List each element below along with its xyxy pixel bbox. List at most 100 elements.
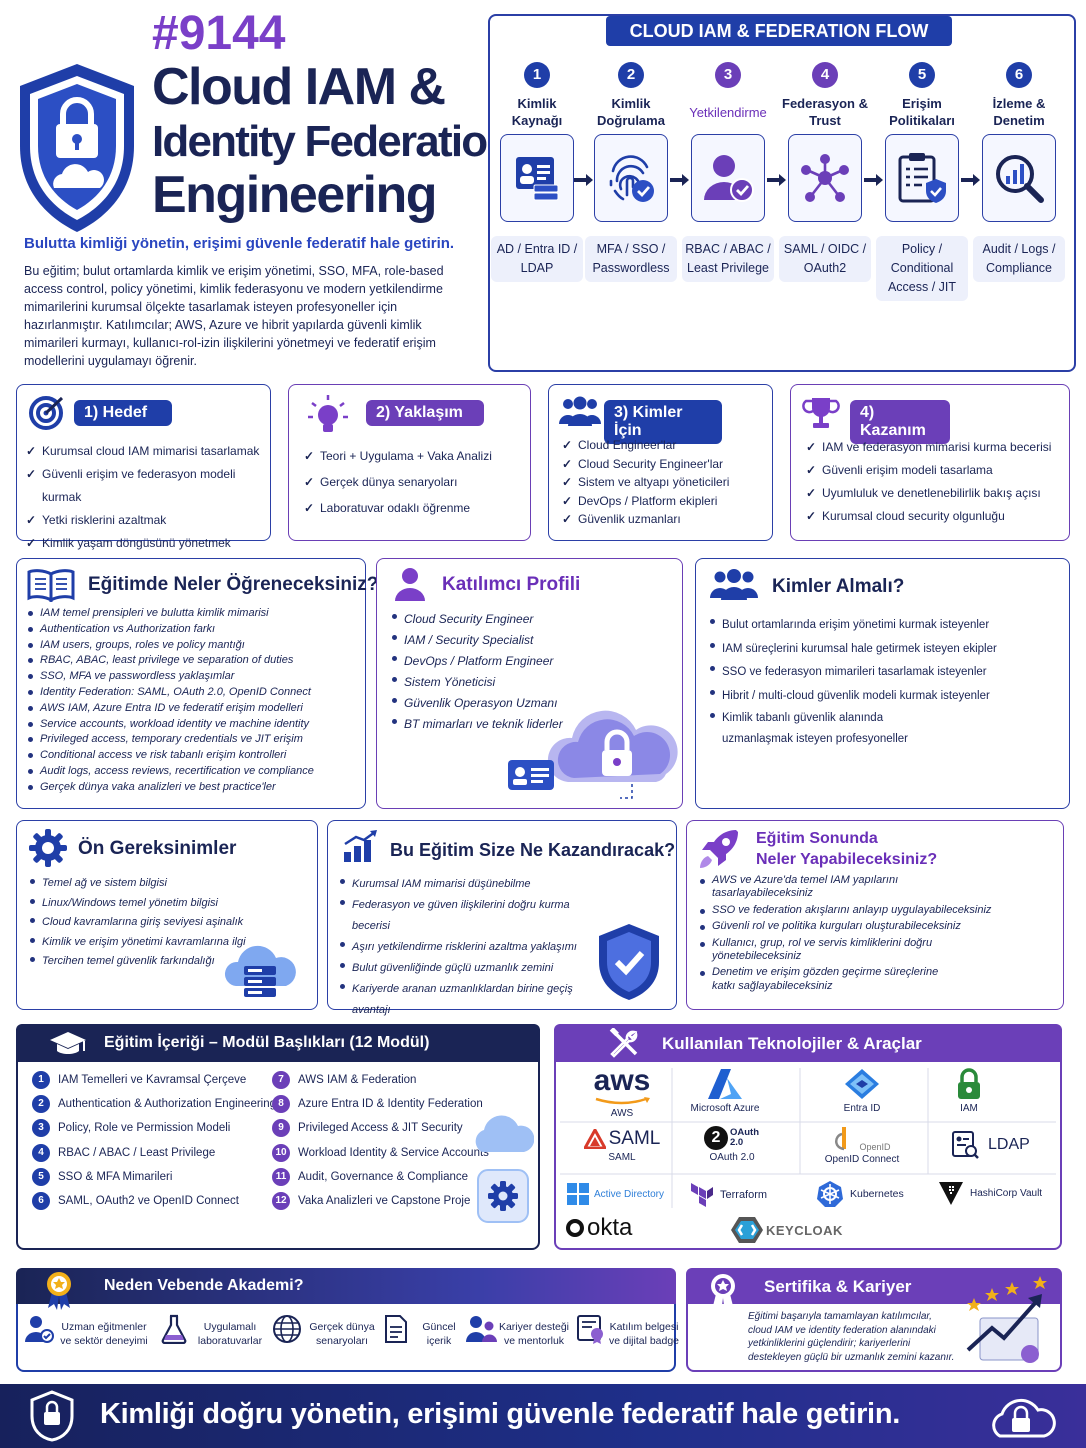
step-number: 6 — [1006, 62, 1032, 88]
module-title: Privileged Access & JIT Security — [298, 1122, 463, 1135]
module-number: 12 — [272, 1192, 290, 1210]
oauth-logo: 2 OAuth 2.0 OAuth 2.0 — [690, 1126, 774, 1163]
footer-cloud-lock-icon — [986, 1392, 1056, 1447]
lightbulb-icon — [306, 393, 350, 442]
saml-logo: SAML SAML — [574, 1128, 670, 1163]
list-item: Kullanıcı, grup, rol ve servis kimlikler… — [700, 937, 940, 964]
list-item: Gerçek dünya vaka analizleri ve best pra… — [28, 780, 364, 796]
list-item: IAM temel prensipleri ve bulutta kimlik … — [28, 606, 364, 622]
kubernetes-logo: Kubernetes — [816, 1180, 916, 1208]
keycloak-logo-text: KEYCLOAK — [766, 1222, 843, 1238]
list-item: Privileged access, temporary credentials… — [28, 732, 364, 748]
list-item: SSO, MFA ve passwordless yaklaşımlar — [28, 669, 364, 685]
cert-text: Eğitimi başarıyla tamamlayan katılımcıla… — [748, 1311, 955, 1363]
list-item: BT mimarları ve teknik liderler — [392, 714, 642, 735]
terraform-logo-text: Terraform — [720, 1189, 768, 1201]
list-item: Service accounts, workload identity ve m… — [28, 717, 364, 733]
saml-name: SAML — [608, 1152, 636, 1163]
list-item: Cloud Security Engineer — [392, 609, 642, 630]
why-header — [16, 1268, 676, 1304]
learn-title: Eğitimde Neler Öğreneceksiniz? — [88, 574, 379, 595]
list-item: Kariyerde aranan uzmanlıklardan birine g… — [340, 979, 602, 1021]
module-title: SAML, OAuth2 ve OpenID Connect — [58, 1195, 239, 1207]
certificate-icon — [576, 1314, 606, 1349]
expert-icon — [24, 1314, 54, 1349]
modules-title: Eğitim İçeriği – Modül Başlıkları (12 Mo… — [104, 1034, 430, 1051]
open-book-icon — [26, 568, 76, 607]
module-number: 7 — [272, 1071, 290, 1089]
step-detail: Audit / Logs / Compliance — [973, 236, 1065, 282]
why-item-label: Güncel içerik — [422, 1321, 456, 1347]
mentor-icon — [466, 1314, 498, 1349]
fingerprint-icon — [594, 134, 668, 222]
gain-list: IAM ve federasyon mimarisi kurma beceris… — [806, 436, 1068, 528]
footer-shield-icon — [30, 1390, 74, 1447]
keycloak-logo: KEYCLOAK — [730, 1216, 850, 1244]
list-item: Identity Federation: SAML, OAuth 2.0, Op… — [28, 685, 364, 701]
outcome-list: AWS ve Azure'da temel IAM yapılarını tas… — [700, 874, 1000, 993]
user-icon — [392, 566, 428, 607]
list-item: Tercihen temel güvenlik farkındalığı — [30, 952, 270, 972]
step-detail: AD / Entra ID / LDAP — [491, 236, 583, 282]
iam-name: IAM — [960, 1103, 978, 1114]
list-item: AWS ve Azure'da temel IAM yapılarını tas… — [700, 874, 900, 901]
prereq-title: Ön Gereksinimler — [78, 838, 237, 859]
list-item: Kimlik yaşam döngüsünü yönetmek — [26, 532, 268, 555]
module-title: IAM Temelleri ve Kavramsal Çerçeve — [58, 1074, 247, 1086]
rocket-icon — [696, 826, 742, 877]
entra-name: Entra ID — [843, 1103, 881, 1114]
users-icon — [558, 396, 602, 431]
step-number: 2 — [618, 62, 644, 88]
terraform-logo: Terraform — [690, 1182, 790, 1208]
list-item: Federasyon ve güven ilişkilerini doğru k… — [340, 895, 602, 937]
oauth-name: OAuth 2.0 — [709, 1152, 755, 1163]
ad-logo: Active Directory — [566, 1182, 676, 1206]
user-check-icon — [691, 134, 765, 222]
iam-logo: IAM — [934, 1068, 1004, 1114]
flow-title: CLOUD IAM & FEDERATION FLOW — [606, 16, 952, 46]
list-item: IAM süreçlerini kurumsal hale getirmek i… — [710, 638, 1060, 662]
target-icon — [28, 395, 66, 436]
list-item: Güvenlik uzmanları — [562, 510, 772, 529]
vault-logo: HashiCorp Vault — [938, 1180, 1058, 1206]
audience-list: Cloud Engineer'lar Cloud Security Engine… — [562, 436, 772, 529]
list-item: Cloud Security Engineer'lar — [562, 455, 772, 474]
step-label: Kimlik Kaynağı — [511, 96, 563, 128]
list-item: Conditional access ve risk tabanlı erişi… — [28, 748, 364, 764]
list-item: IAM users, groups, roles ve policy mantı… — [28, 638, 364, 654]
network-nodes-icon — [788, 134, 862, 222]
why-item-label: Katılım belgesi ve dijital badge — [608, 1321, 680, 1347]
openid-logo-text: OpenID — [859, 1142, 891, 1152]
step-number: 4 — [812, 62, 838, 88]
entra-logo: Entra ID — [814, 1068, 910, 1114]
who-card — [695, 558, 1070, 809]
list-item: Audit logs, access reviews, recertificat… — [28, 764, 364, 780]
module-title: Authentication & Authorization Engineeri… — [58, 1098, 277, 1111]
module-title: Audit, Governance & Compliance — [298, 1170, 469, 1183]
prereq-list: Temel ağ ve sistem bilgisi Linux/Windows… — [30, 874, 270, 972]
list-item: RBAC, ABAC, least privilege ve separatio… — [28, 653, 364, 669]
list-item: Yetki risklerini azaltmak — [26, 509, 268, 532]
step-detail: SAML / OIDC / OAuth2 — [779, 236, 871, 282]
step-number: 3 — [715, 62, 741, 88]
list-item: Kurumsal IAM mimarisi düşünebilme — [340, 874, 602, 895]
cloud-server-icon — [222, 938, 298, 1007]
list-item: Uyumluluk ve denetlenebilirlik bakış açı… — [806, 482, 1068, 505]
step-label: Yetkilendirme — [689, 104, 767, 120]
outcome-card — [686, 820, 1064, 1010]
cert-header — [686, 1268, 1062, 1304]
flow-arrows — [488, 170, 1076, 190]
cloud-gear-icon — [470, 1110, 535, 1233]
step-label: İzleme & Denetim — [992, 96, 1046, 128]
module-number: 3 — [32, 1119, 50, 1138]
module-number: 5 — [32, 1167, 50, 1186]
intro-text: Bu eğitim; bulut ortamlarda kimlik ve er… — [24, 264, 444, 368]
